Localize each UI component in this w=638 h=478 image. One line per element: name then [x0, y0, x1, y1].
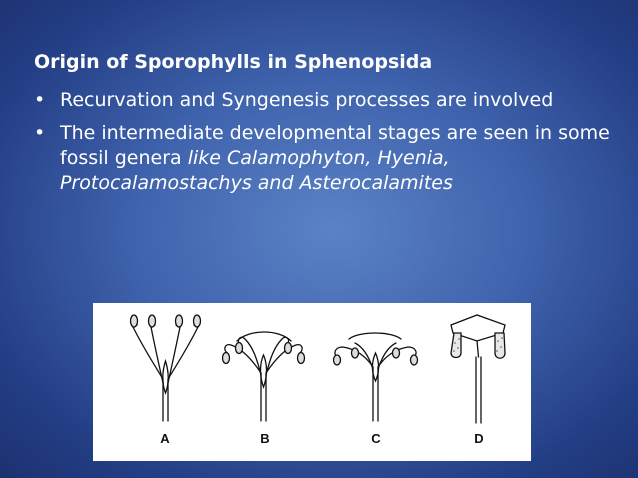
stage-a-sporangia [129, 314, 202, 328]
bullet-item-1: • Recurvation and Syngenesis processes a… [34, 88, 624, 113]
stage-b-drawing [224, 331, 303, 422]
bullet-text: Recurvation and Syngenesis processes are… [60, 89, 554, 111]
figure-label-a: A [160, 431, 170, 446]
stage-a-drawing [132, 324, 199, 422]
stage-d-stippling [453, 337, 503, 352]
sporophyll-diagram: A B C D [129, 314, 506, 446]
bullet-item-2: • The intermediate developmental stages … [34, 121, 624, 196]
bullet-italic-text: like Calamophyton, Hyenia, Protocalamost… [60, 147, 453, 194]
slide-title: Origin of Sporophylls in Sphenopsida [34, 51, 433, 73]
bullet-dot: • [34, 122, 46, 144]
stage-c-sporangia [332, 347, 419, 366]
stage-b-sporangia [221, 341, 306, 365]
sporophyll-figure: A B C D [93, 303, 531, 461]
figure-label-d: D [474, 431, 483, 446]
bullet-dot: • [34, 89, 46, 111]
figure-label-c: C [371, 431, 381, 446]
stage-d-drawing [450, 314, 506, 424]
bullet-list: • Recurvation and Syngenesis processes a… [34, 88, 624, 204]
stage-c-drawing [334, 332, 417, 422]
figure-label-b: B [260, 431, 269, 446]
bullet-text: The intermediate developmental stages ar… [60, 122, 610, 169]
